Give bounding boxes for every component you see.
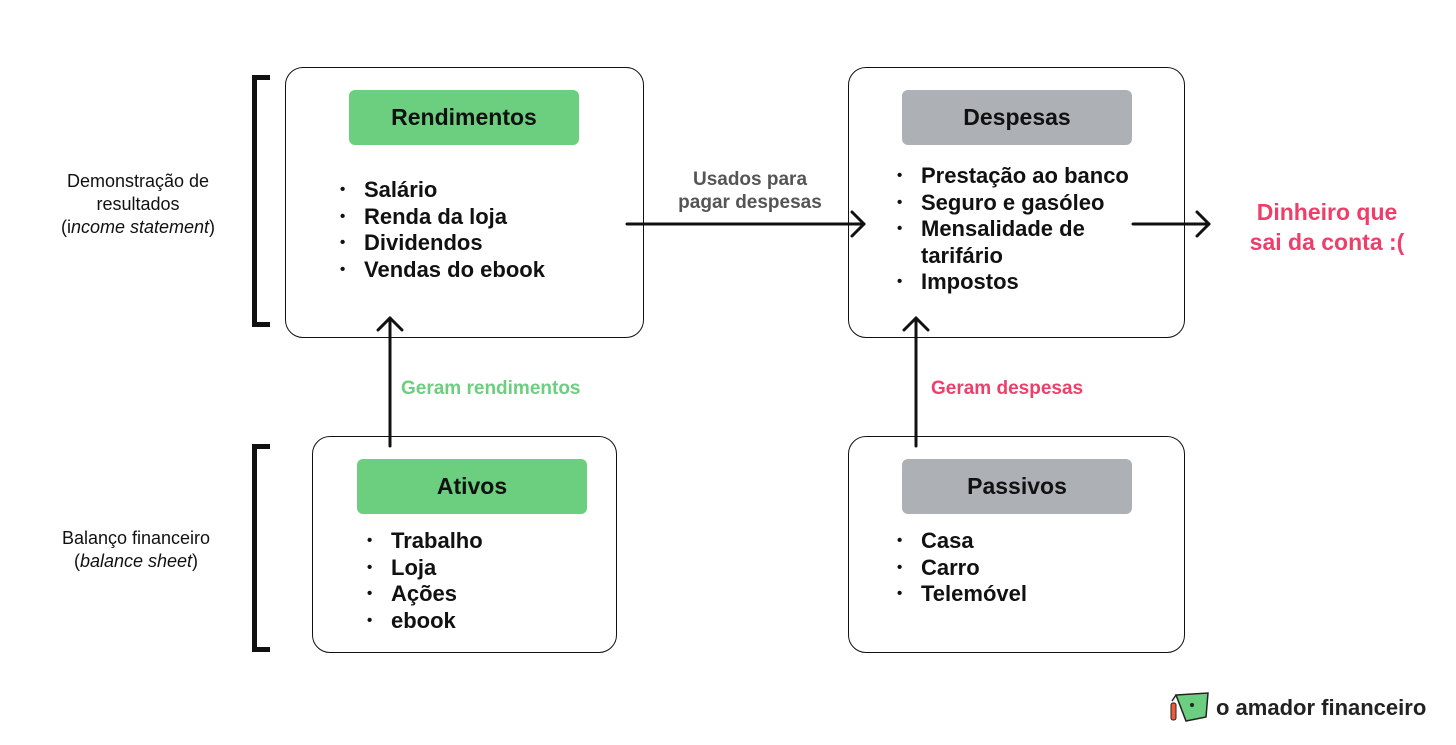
passivos-box: Passivos Casa Carro Telemóvel [848,436,1185,653]
list-item: Vendas do ebook [338,257,545,284]
list-item-continuation: tarifário [921,242,1003,268]
list-item: Telemóvel [895,581,1027,608]
list-item: Renda da loja [338,204,545,231]
list-item: Trabalho [365,528,483,555]
ativos-box: Ativos Trabalho Loja Ações ebook [312,436,617,653]
brand-name: o amador financeiro [1216,695,1427,720]
list-item: Prestação ao banco [895,163,1129,190]
usados-label: Usados para pagar despesas [678,169,822,213]
brand-logo: o amador financeiro [1168,690,1426,726]
despesas-title: Despesas [902,90,1132,145]
arrowhead-right-icon [1195,210,1211,238]
list-item: Dividendos [338,230,545,257]
rendimentos-box: Rendimentos Salário Renda da loja Divide… [285,67,644,338]
arrowhead-up-icon [902,316,930,332]
list-item: Salário [338,177,545,204]
passivos-list: Casa Carro Telemóvel [895,528,1027,608]
list-item: Mensalidade de [895,216,1129,243]
rendimentos-title: Rendimentos [349,90,579,145]
balance-sheet-bracket [252,444,270,652]
despesas-list: Prestação ao banco Seguro e gasóleo Mens… [895,163,1129,296]
leaf-mascot-icon [1168,689,1210,728]
geram-rendimentos-label: Geram rendimentos [401,378,581,399]
list-item: ebook [365,608,483,635]
list-item: Casa [895,528,1027,555]
income-statement-label: Demonstração de resultados (income state… [60,171,216,237]
dinheiro-sai-label: Dinheiro que sai da conta :( [1249,199,1405,255]
list-item: Seguro e gasóleo [895,190,1129,217]
ativos-list: Trabalho Loja Ações ebook [365,528,483,634]
list-item: Ações [365,581,483,608]
arrowhead-right-icon [850,210,866,238]
income-statement-bracket [252,75,270,327]
balance-sheet-label: Balanço financeiro (balance sheet) [61,528,211,571]
ativos-title: Ativos [357,459,587,514]
rendimentos-list: Salário Renda da loja Dividendos Vendas … [338,177,545,283]
arrowhead-up-icon [376,316,404,332]
passivos-title: Passivos [902,459,1132,514]
geram-despesas-label: Geram despesas [931,378,1084,399]
list-item: Loja [365,555,483,582]
despesas-box: Despesas Prestação ao banco Seguro e gas… [848,67,1185,338]
list-item: Carro [895,555,1027,582]
list-item: Impostos [895,269,1129,296]
